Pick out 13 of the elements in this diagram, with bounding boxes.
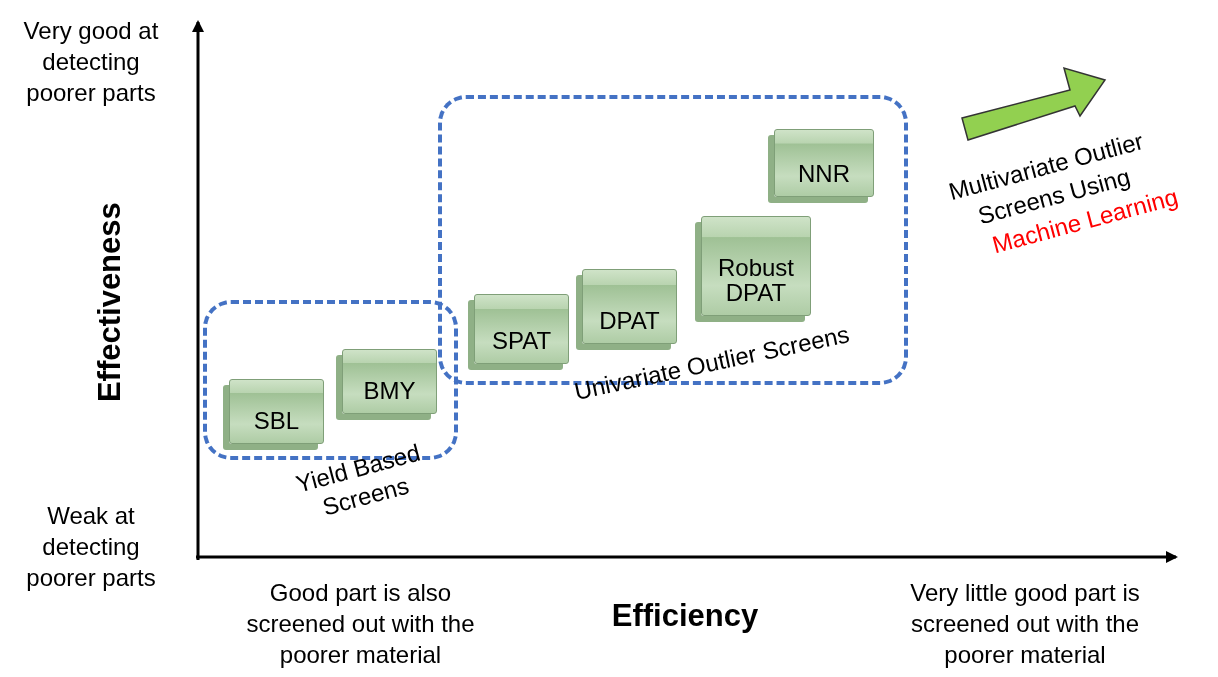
axis-end-label: Very little good part is screened out with the poorer material	[909, 578, 1141, 671]
axis-title: Effectiveness	[90, 201, 128, 405]
axis-title: Efficiency	[610, 597, 760, 635]
block-label: SPAT	[491, 327, 552, 353]
block-label: BMY	[363, 377, 416, 403]
block-label: Robust DPAT	[716, 254, 795, 305]
block-label: SBL	[253, 407, 300, 433]
block-label: DPAT	[599, 307, 660, 333]
block-label: NNR	[798, 160, 850, 186]
axis-end-label: Very good at detecting poorer parts	[22, 16, 160, 109]
axis-end-label: Good part is also screened out with the poorer material	[245, 578, 476, 671]
group-label: Yield Based Screens	[292, 437, 424, 523]
axis-end-label: Weak at detecting poorer parts	[25, 501, 157, 594]
